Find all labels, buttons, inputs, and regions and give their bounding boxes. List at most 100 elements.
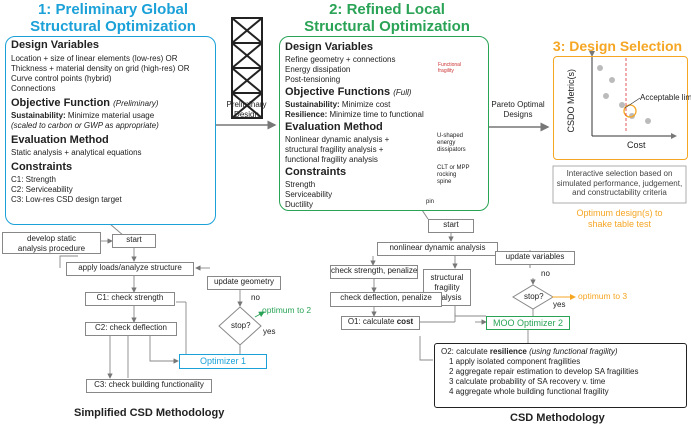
optimum-line-2: shake table test [587, 219, 652, 229]
develop-line-2: analysis procedure [17, 244, 86, 253]
o2-prefix: O2: calculate [441, 347, 490, 356]
right-start-box: start [428, 219, 474, 233]
p2-of-label: Objective Functions [285, 86, 391, 98]
p2-dv-line-3: Post-tensioning [285, 75, 341, 84]
stage1-title: 1: Preliminary Global Structural Optimiz… [18, 1, 208, 35]
clt-label: CLT or MPP rocking spine [437, 165, 469, 186]
truss-tower-icon [231, 17, 263, 119]
p2-dv-line-1: Refine geometry + connections [285, 55, 396, 64]
dv-line-2: Thickness + material density on grid (hi… [11, 64, 190, 73]
p2-resilience-text: Minimize time to functional [327, 110, 424, 119]
o2-step-3: 3 calculate probability of SA recovery v… [449, 377, 606, 386]
graph-label: Functional fragility [438, 62, 461, 74]
objective-function-heading: Objective Function (Preliminary) [11, 97, 158, 109]
clt-1: CLT or MPP [437, 165, 470, 171]
p2-of-line-1: Sustainability: Minimize cost [285, 100, 390, 110]
p2-objective-functions-heading: Objective Functions (Full) [285, 86, 411, 98]
stage1-title-line2: Structural Optimization [30, 18, 196, 35]
o2-suffix: (using functional fragility) [526, 347, 618, 356]
left-optimum-label: optimum to 2 [262, 305, 312, 315]
c-line-3: C3: Low-res CSD design target [11, 195, 122, 204]
pin-label: pin [426, 199, 435, 205]
pareto-label-line1: Pareto Optimal [491, 100, 545, 109]
u-shaped-2: energy [437, 140, 456, 146]
stage2-panel [279, 36, 489, 211]
o2-heading: O2: calculate resilience (using function… [441, 347, 680, 357]
stop-diamond-right [512, 284, 554, 310]
desc-line-1: Interactive selection based on [566, 169, 673, 178]
c1-box: C1: check strength [85, 292, 175, 306]
of-sustainability-text: Minimize material usage [65, 111, 155, 120]
stage3-title: 3: Design Selection [552, 38, 683, 54]
acceptable-limit-label: Acceptable limit [640, 93, 691, 102]
dv-line-1: Location + size of linear elements (low-… [11, 54, 178, 63]
csdo-ylabel: CSDO Metric(s) [566, 69, 576, 133]
desc-line-2: simulated performance, judgement, [556, 178, 683, 188]
o1-bold: cost [396, 317, 414, 326]
right-yes-label: yes [553, 300, 566, 309]
p2-em-line-2: structural fragility analysis + [285, 145, 384, 154]
fragility-line-3: analysis [432, 293, 462, 302]
prelim-design-label: Preliminary Design [219, 100, 274, 120]
stage2-title-line1: 2: Refined Local [329, 1, 445, 18]
pareto-label-line2: Designs [503, 110, 533, 119]
p2-sustainability-text: Minimize cost [339, 100, 391, 109]
develop-box: develop static analysis procedure [2, 232, 101, 254]
objective-function-tag: (Preliminary) [113, 99, 159, 108]
of-sustainability-label: Sustainability: [11, 111, 66, 120]
o1-box: O1: calculate cost [341, 316, 420, 330]
check-deflection-box: check deflection, penalize [330, 292, 442, 307]
left-no-label: no [251, 293, 260, 302]
stage1-panel [5, 36, 216, 225]
right-optimum-label: optimum to 3 [578, 291, 628, 301]
clt-3: spine [437, 179, 452, 185]
p2-evaluation-heading: Evaluation Method [285, 121, 383, 133]
stage1-title-line1: 1: Preliminary Global [37, 1, 189, 18]
u-shaped-1: U-shaped [437, 133, 464, 139]
o2-step-4: 4 aggregate whole building functional fr… [449, 387, 609, 396]
graph-label-1: Functional [438, 62, 462, 68]
dv-line-3: Curve control points (hybrid) [11, 74, 112, 83]
o2-step-1: 1 apply isolated component fragilities [449, 357, 581, 366]
prelim-label-line2: Design [234, 110, 259, 119]
o2-step-2: 2 aggregate repair estimation to develop… [449, 367, 639, 376]
constraints-heading: Constraints [11, 161, 73, 173]
right-footer: CSD Methodology [510, 412, 605, 424]
desc-line-3: and constructability criteria [572, 188, 667, 197]
left-start-box: start [112, 234, 156, 248]
p2-c-line-1: Strength [285, 180, 316, 189]
em-line: Static analysis + analytical equations [11, 148, 142, 157]
o1-prefix: O1: calculate [347, 317, 397, 326]
p2-em-line-1: Nonlinear dynamic analysis + [285, 135, 390, 144]
optimum-line-1: Optimum design(s) to [576, 208, 663, 218]
stage2-title: 2: Refined Local Structural Optimization [282, 1, 492, 35]
pareto-designs-label: Pareto Optimal Designs [485, 100, 551, 120]
o2-box: O2: calculate resilience (using function… [434, 343, 687, 408]
o2-bold: resilience [489, 347, 527, 356]
graph-label-2: fragility [438, 68, 454, 74]
update-vars-box: update variables [495, 251, 575, 265]
c-line-2: C2: Serviceability [11, 185, 73, 194]
right-no-label: no [541, 269, 550, 278]
p2-constraints-heading: Constraints [285, 166, 347, 178]
update-geometry-box: update geometry [207, 276, 281, 290]
dv-line-4: Connections [11, 84, 56, 93]
of-sustainability-line: Sustainability: Minimize material usage [11, 111, 154, 121]
stage3-panel [553, 56, 688, 160]
moo-box: MOO Optimizer 2 [486, 316, 570, 330]
p2-of-line-2: Resilience: Minimize time to functional [285, 110, 424, 120]
left-stop-label: stop? [231, 321, 251, 330]
fragility-line-2: fragility [434, 283, 460, 292]
p2-c-line-2: Serviceability [285, 190, 333, 199]
apply-loads-box: apply loads/analyze structure [66, 262, 194, 276]
develop-line-1: develop static [27, 234, 76, 243]
optimizer1-box: Optimizer 1 [179, 354, 267, 369]
left-footer: Simplified CSD Methodology [74, 407, 225, 419]
left-yes-label: yes [263, 327, 276, 336]
p2-sustainability-label: Sustainability: [285, 100, 340, 109]
optimum-design-label: Optimum design(s) to shake table test [555, 208, 684, 230]
pareto-scatter-icon [589, 51, 677, 139]
c3-box: C3: check building functionality [86, 379, 212, 393]
design-variables-heading: Design Variables [11, 39, 100, 51]
